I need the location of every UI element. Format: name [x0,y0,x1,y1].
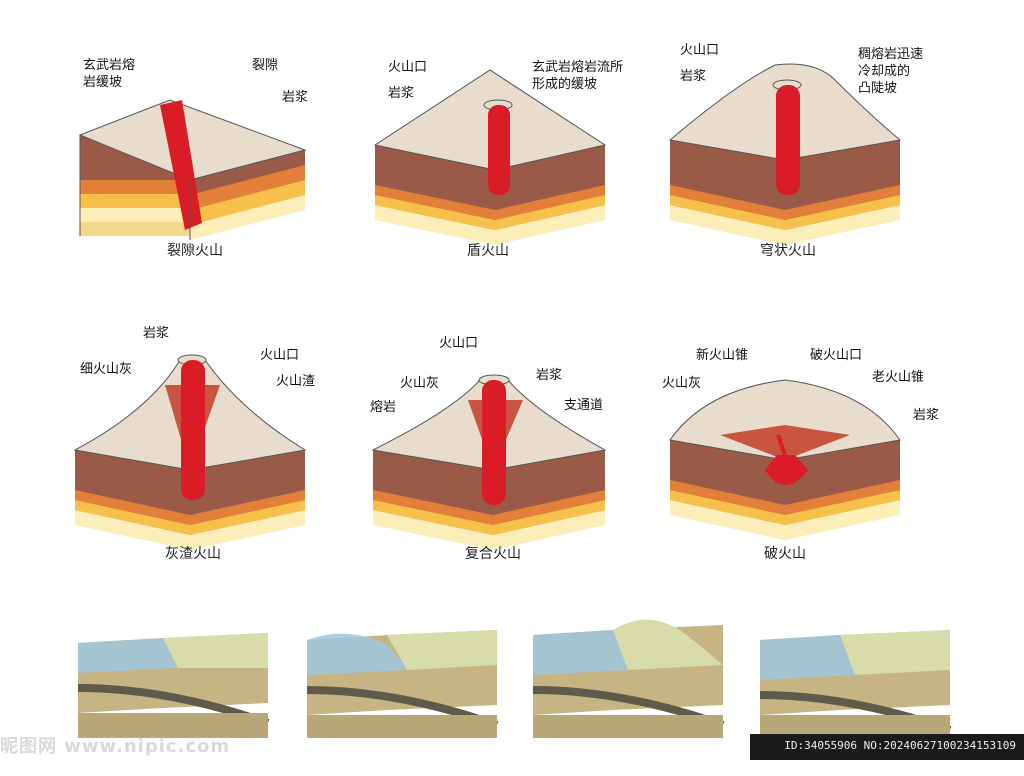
shield-volcano-diagram [373,69,607,245]
label-steep-slope: 稠熔岩迅速 冷却成的 凸陡坡 [858,47,924,96]
subduction-block-1 [77,628,270,738]
cinder-volcano-diagram [73,354,307,550]
subduction-block-4 [759,620,952,738]
panel-shield-volcano: 盾火山 火山口 岩浆 玄武岩熔岩流所 形成的缓坡 [370,45,630,275]
subduction-block-2 [306,620,499,738]
panel-cinder-volcano: 灰渣火山 岩浆 细火山灰 火山口 火山渣 [70,325,340,565]
label-lava: 熔岩 [370,400,397,415]
label-magma: 岩浆 [913,408,940,423]
panel-fissure-volcano: 裂隙火山 玄武岩熔 岩缓坡 裂隙 岩浆 [70,45,330,275]
caption-shield-volcano: 盾火山 [467,243,509,259]
subduction-diagram [759,630,952,738]
label-fine-ash: 细火山灰 [80,362,133,377]
caldera-diagram [669,379,901,540]
label-new-cone: 新火山锥 [696,348,749,363]
label-old-cone: 老火山锥 [872,370,925,385]
panel-caldera: 破火山 新火山锥 破火山口 火山灰 老火山锥 岩浆 [660,345,950,565]
caption-caldera: 破火山 [764,546,806,562]
label-ash: 火山灰 [400,376,440,391]
label-crater: 火山口 [439,336,479,351]
label-magma: 岩浆 [680,69,707,84]
watermark-bar [750,734,1024,760]
label-caldera-crater: 破火山口 [810,348,863,363]
label-magma: 岩浆 [536,368,563,383]
caption-composite-volcano: 复合火山 [465,546,521,562]
watermark-id: ID:34055906 NO:20240627100234153109 [784,739,1016,752]
label-magma: 岩浆 [388,86,415,101]
label-basalt-lava-slope: 玄武岩熔岩流所 形成的缓坡 [532,60,624,92]
label-cinder: 火山渣 [276,374,316,389]
watermark-site: 昵图网 www.nipic.com [0,736,231,757]
dome-volcano-diagram [668,63,902,245]
composite-volcano-diagram [371,374,607,550]
subduction-diagram [306,630,499,738]
label-magma: 岩浆 [143,326,170,341]
caption-cinder-volcano: 灰渣火山 [165,546,221,562]
label-crater: 火山口 [388,60,428,75]
caption-fissure-volcano: 裂隙火山 [167,243,223,259]
subduction-block-3 [532,610,725,738]
label-magma: 岩浆 [282,90,309,105]
label-branch-channel: 支通道 [564,398,604,413]
subduction-diagram [532,619,725,738]
label-crater: 火山口 [260,348,300,363]
panel-composite-volcano: 复合火山 火山口 火山灰 岩浆 熔岩 支通道 [368,335,638,565]
label-crater: 火山口 [680,43,720,58]
subduction-diagram [77,633,270,738]
label-ash: 火山灰 [662,376,702,391]
fissure-volcano-diagram [78,99,307,240]
panel-dome-volcano: 穹状火山 火山口 岩浆 稠熔岩迅速 冷却成的 凸陡坡 [665,40,935,275]
label-basalt-slope: 玄武岩熔 岩缓坡 [83,58,136,90]
caption-dome-volcano: 穹状火山 [760,243,816,259]
label-fissure: 裂隙 [252,58,279,73]
